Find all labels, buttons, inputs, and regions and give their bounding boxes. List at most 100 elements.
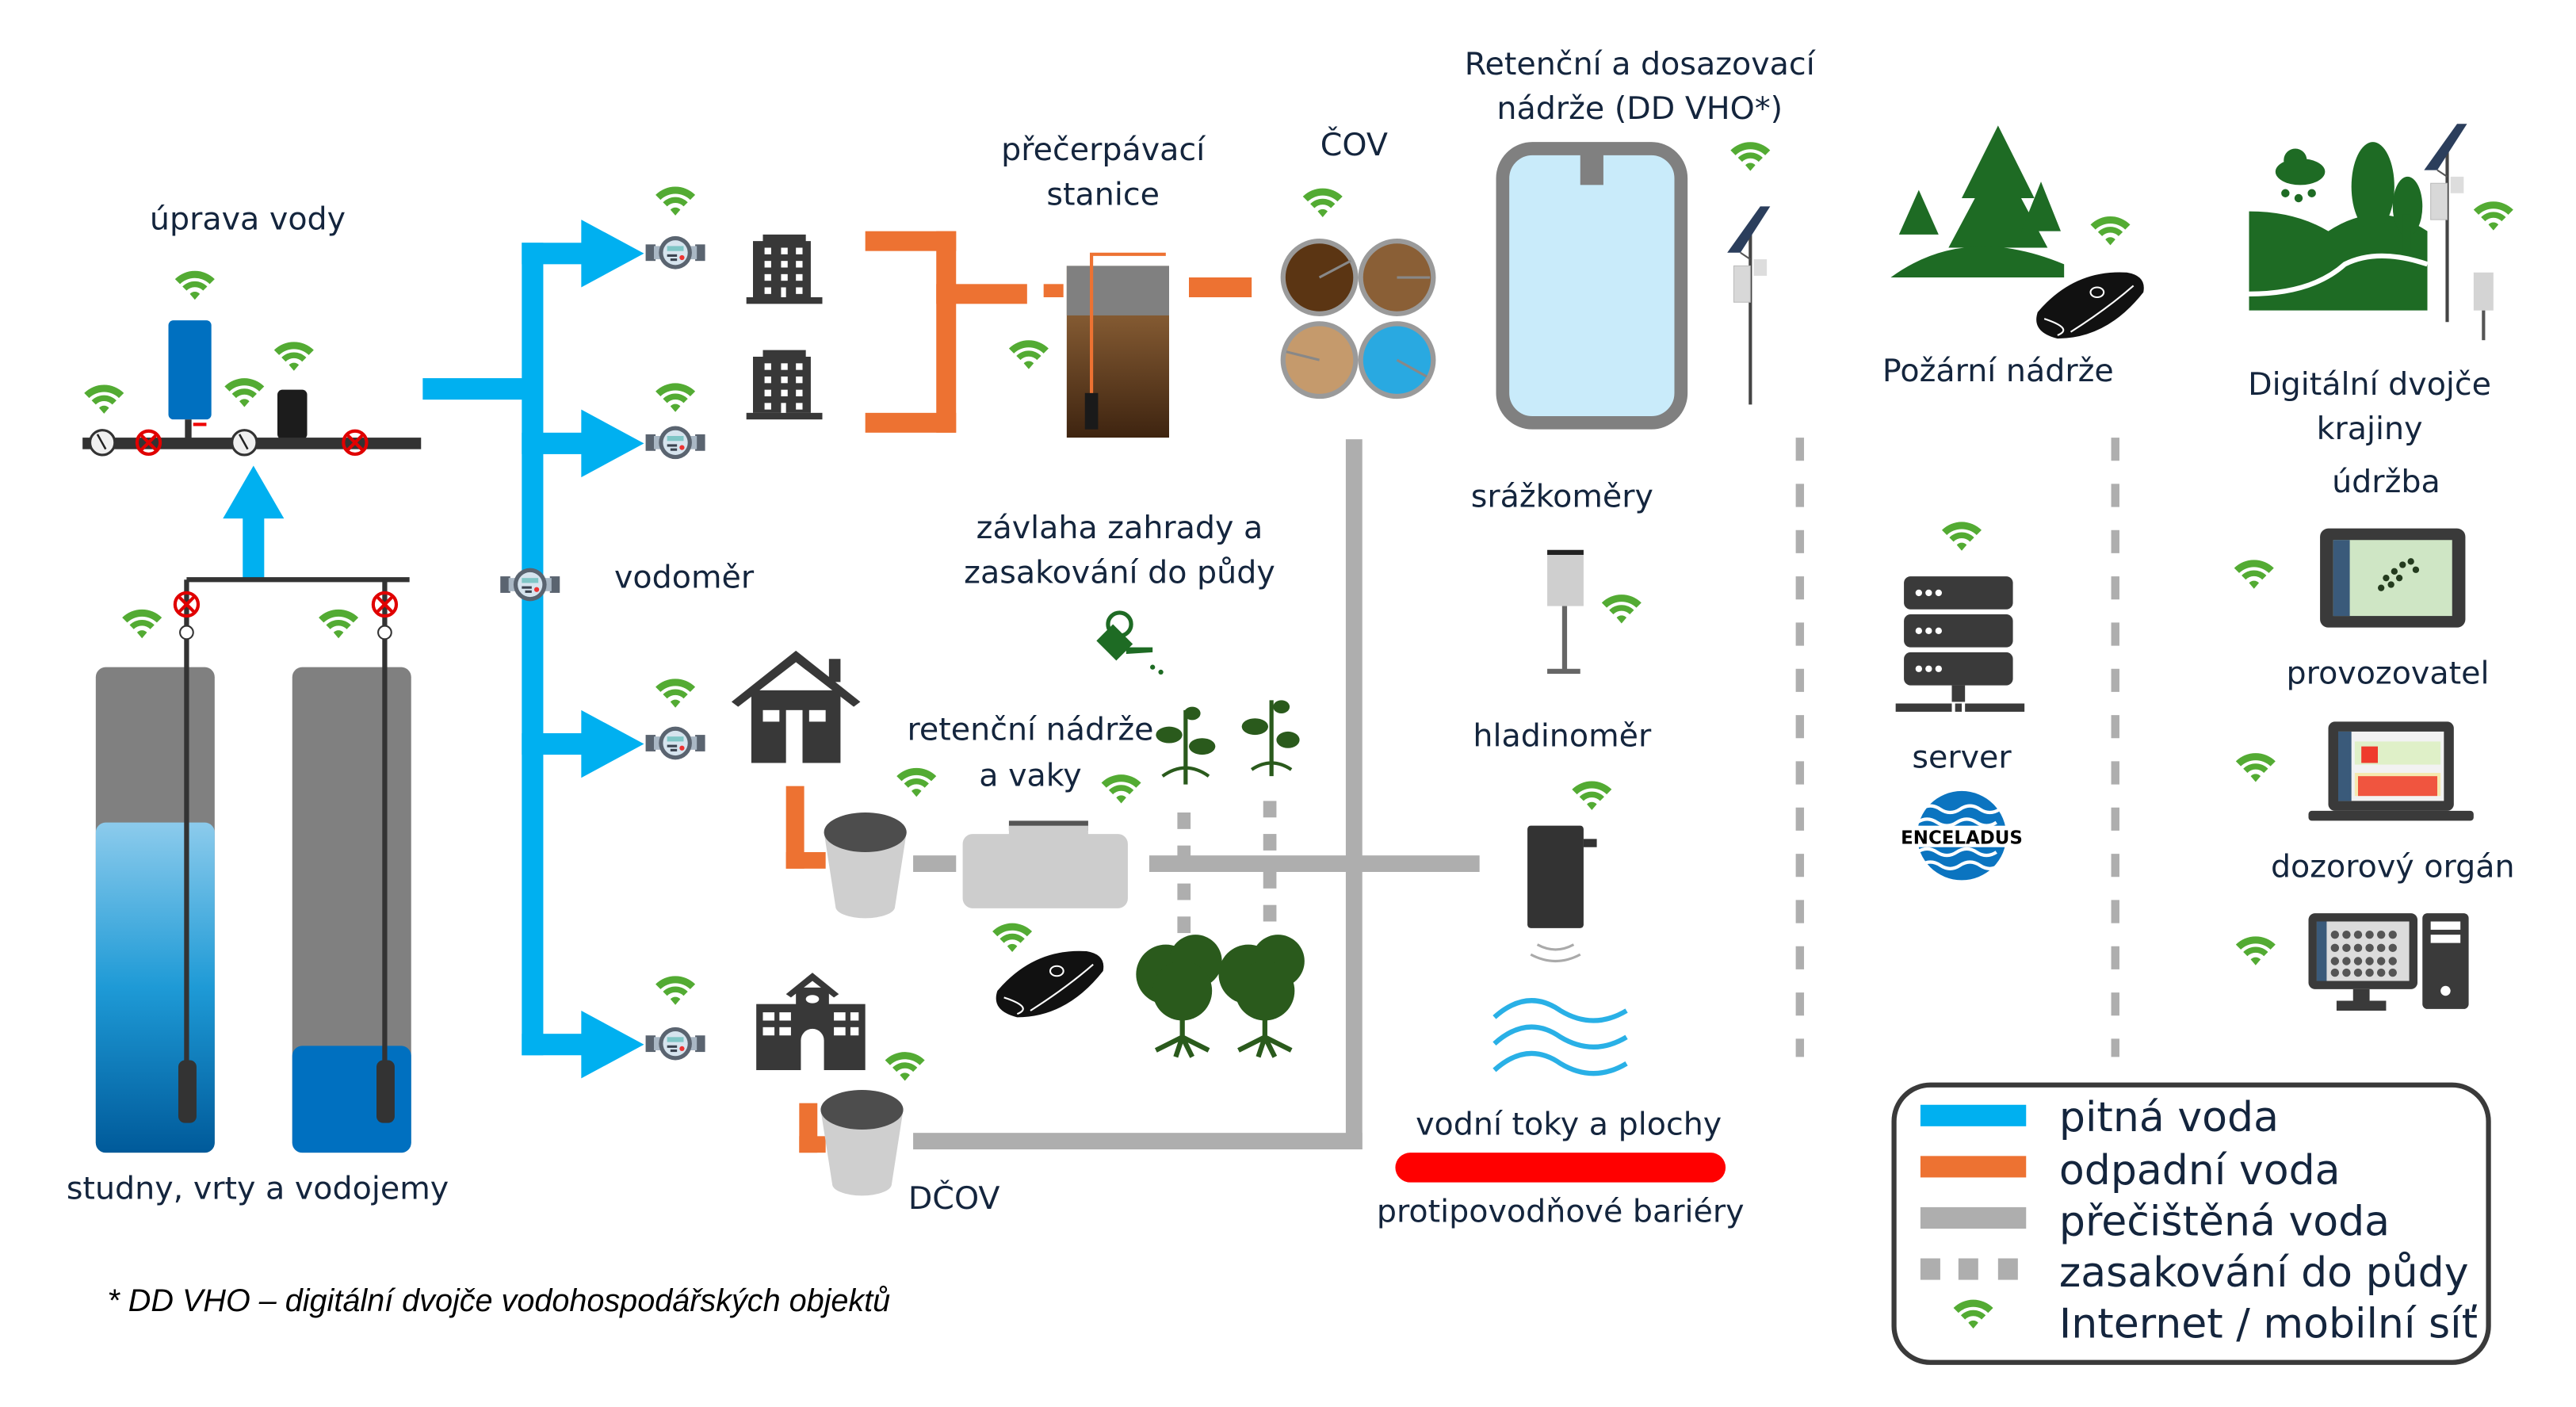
arrow-right-icon xyxy=(581,409,644,478)
apartment-building-icon xyxy=(746,234,823,304)
water-meter-icon xyxy=(645,426,705,460)
wifi-icon xyxy=(1942,522,1982,551)
pumping-station-label: stanice xyxy=(1046,176,1160,212)
wifi-icon xyxy=(885,1052,925,1081)
pumping-station-group: přečerpávací stanice xyxy=(1001,132,1206,438)
flood-barrier-icon xyxy=(1395,1153,1726,1183)
wells-group: studny, vrty a vodojemy xyxy=(67,577,449,1207)
water-treatment-group: úprava vody xyxy=(82,201,422,457)
irrigation-group: závlaha zahrady a zasakování do půdy xyxy=(964,510,1305,1058)
wifi-icon xyxy=(273,342,314,371)
wifi-icon xyxy=(896,767,937,797)
filter-tank-icon xyxy=(168,320,212,420)
wifi-icon xyxy=(655,679,696,708)
legend-box xyxy=(1891,1082,2491,1365)
seedling-icon xyxy=(1156,700,1300,785)
legend-label: odpadní voda xyxy=(2059,1147,2341,1195)
wifi-icon xyxy=(84,384,124,414)
retention-tank-icon xyxy=(824,812,907,919)
pump-icon xyxy=(376,1060,395,1123)
domestic-wwtp-label: DČOV xyxy=(908,1180,1000,1217)
retention-bags-group: retenční nádrže a vaky xyxy=(908,711,1154,1019)
enceladus-logo: ENCELADUS xyxy=(1901,790,2023,881)
wifi-icon xyxy=(2235,753,2276,782)
wifi-icon xyxy=(2090,216,2131,246)
retention-tanks-label: nádrže (DD VHO*) xyxy=(1496,90,1783,127)
flood-barriers-label: protipovodňové bariéry xyxy=(1377,1194,1745,1230)
water-meter-icon xyxy=(500,568,560,602)
legend-label: pitná voda xyxy=(2059,1094,2279,1141)
wifi-icon xyxy=(174,270,215,300)
house-icon xyxy=(731,650,861,763)
rain-gauge-group: srážkoměry xyxy=(1471,479,1653,674)
server-group: server ENCELADUS xyxy=(1895,522,2025,881)
potable-distribution: vodoměr xyxy=(422,220,755,1079)
arrow-right-icon xyxy=(581,1011,644,1079)
wifi-icon xyxy=(1302,188,1343,217)
irrigation-label: závlaha zahrady a xyxy=(977,510,1263,546)
water-meter-icon xyxy=(645,726,705,760)
wifi-icon xyxy=(655,186,696,216)
legend-swatch-treated xyxy=(1920,1206,2027,1229)
level-meter-icon xyxy=(1527,825,1584,928)
water-meter-icon xyxy=(645,1027,705,1061)
forest-icon xyxy=(1890,125,2065,277)
watercourse-icon xyxy=(1492,998,1628,1076)
wifi-icon xyxy=(1572,781,1612,810)
level-meter-group: hladinoměr xyxy=(1473,718,1652,962)
wifi-icon xyxy=(1101,774,1141,804)
footnote: * DD VHO – digitální dvojče vodohospodář… xyxy=(107,1283,890,1318)
retention-tank-icon xyxy=(1496,142,1688,430)
arrow-right-icon xyxy=(581,220,644,288)
pumping-station-label: přečerpávací xyxy=(1001,132,1206,168)
desktop-computer-icon xyxy=(2308,913,2469,1011)
treated-pipes xyxy=(913,439,1480,1149)
solar-monitoring-station-icon xyxy=(2424,124,2467,322)
water-treatment-label: úprava vody xyxy=(150,201,346,238)
domestic-wwtp-icon xyxy=(820,1090,904,1196)
watering-can-icon xyxy=(1096,610,1164,675)
server-label: server xyxy=(1912,740,2012,776)
wifi-icon xyxy=(1730,142,1771,171)
arrow-right-icon xyxy=(581,709,644,778)
level-meter-label: hladinoměr xyxy=(1473,718,1652,755)
wifi-icon xyxy=(2473,201,2513,231)
wifi-icon xyxy=(2235,936,2276,965)
legend-swatch-potable xyxy=(1920,1104,2027,1126)
water-bag-icon xyxy=(2035,271,2145,340)
fire-tanks-group: Požární nádrže xyxy=(1882,125,2145,389)
laptop-icon xyxy=(2308,721,2474,821)
well-right xyxy=(292,667,411,1153)
maintenance-label: údržba xyxy=(2332,464,2440,500)
solar-monitoring-station-icon xyxy=(1727,206,1770,404)
pressure-gauge-icon xyxy=(88,429,117,457)
wifi-icon xyxy=(319,609,359,639)
wifi-icon xyxy=(122,609,162,639)
well-left-water-level xyxy=(95,822,215,1153)
school-icon xyxy=(756,973,866,1070)
tablet-icon xyxy=(2320,528,2466,628)
wifi-icon xyxy=(1601,595,1642,624)
legend: pitná voda odpadní voda přečištěná voda … xyxy=(1891,1082,2491,1365)
legend-swatch-waste xyxy=(1920,1156,2027,1178)
legend-swatch-infiltration xyxy=(1920,1258,2018,1280)
infiltration-dashes xyxy=(1177,801,1277,934)
landscape-twin-label: Digitální dvojče xyxy=(2248,366,2491,403)
watercourses-label: vodní toky a plochy xyxy=(1416,1106,1722,1142)
trees-icon xyxy=(1136,935,1305,1058)
wwtp-label: ČOV xyxy=(1320,126,1388,163)
pump-icon xyxy=(178,1060,197,1123)
retention-bags-label: retenční nádrže xyxy=(908,711,1154,747)
rain-gauge-icon xyxy=(1547,552,1584,606)
operator-label: provozovatel xyxy=(2287,656,2490,692)
server-icon xyxy=(1895,576,2025,712)
legend-label: Internet / mobilní síť xyxy=(2059,1301,2478,1348)
legend-label: zasakování do půdy xyxy=(2059,1249,2469,1297)
water-bag-icon xyxy=(995,950,1105,1019)
wifi-icon xyxy=(1008,340,1049,369)
wells-label: studny, vrty a vodojemy xyxy=(67,1171,449,1207)
landscape-twin-label: krajiny xyxy=(2317,411,2423,447)
enceladus-brand: ENCELADUS xyxy=(1901,828,2023,849)
rain-gauge-label: srážkoměry xyxy=(1471,479,1653,515)
